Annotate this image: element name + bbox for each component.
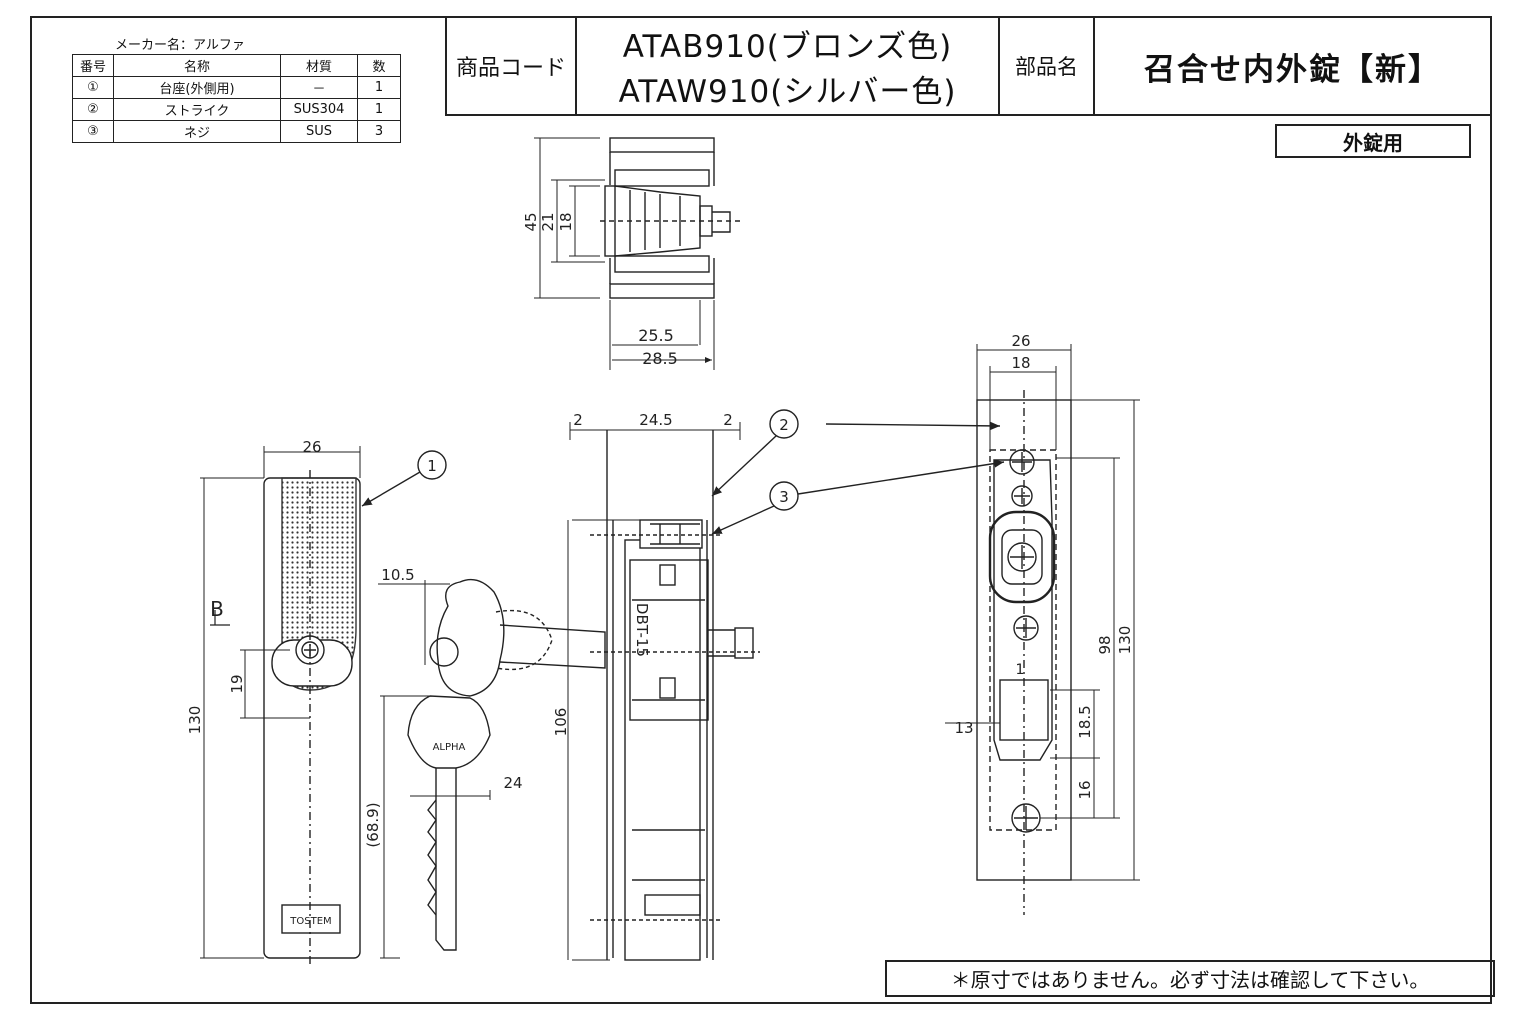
dim-side-2-right: 2: [723, 411, 733, 429]
dim-side-24-5: 24.5: [639, 411, 672, 429]
product-code-bronze: ATAB910(ブロンズ色): [622, 29, 953, 65]
dim-strike-1: 1: [1016, 662, 1025, 678]
usage-label: 外錠用: [1275, 124, 1471, 158]
side-section-view: [567, 422, 760, 961]
disclaimer-note: ＊原寸ではありません。必ず寸法は確認して下さい。: [885, 960, 1495, 997]
header-number: 番号: [72, 54, 114, 77]
dim-front-26: 26: [302, 438, 321, 456]
dim-strike-130: 130: [1116, 626, 1134, 655]
part-name-text: 召合せ内外錠【新】: [1144, 51, 1441, 88]
part-name: ネジ: [113, 120, 281, 143]
alpha-key-logo: ALPHA: [433, 742, 466, 753]
table-row: ② ストライク SUS304 1: [72, 98, 401, 121]
section-mark-text: DBT-15: [633, 603, 651, 657]
dim-front-19: 19: [228, 674, 246, 693]
dim-top-25-5: 25.5: [638, 326, 674, 345]
part-quantity: 1: [357, 76, 401, 99]
callouts: [361, 409, 1005, 535]
callout-1: 1: [427, 457, 437, 475]
dim-side-2-left: 2: [573, 411, 583, 429]
dim-key-68-9: (68.9): [364, 802, 382, 847]
dim-strike-98: 98: [1096, 635, 1114, 654]
parts-table: 番号 名称 材質 数 ① 台座(外側用) － 1 ② ストライク SUS304 …: [72, 54, 401, 143]
dim-top-28-5: 28.5: [642, 349, 678, 368]
parts-table-header: 番号 名称 材質 数: [72, 54, 401, 77]
tostem-logo-text: TOSTEM: [289, 916, 331, 927]
dim-top-18: 18: [557, 212, 575, 231]
key-view: [378, 578, 606, 959]
callout-circle-3: [769, 481, 799, 511]
dim-strike-16: 16: [1076, 780, 1094, 799]
dim-strike-26: 26: [1011, 332, 1030, 350]
top-section-view: [534, 137, 740, 370]
part-material: SUS: [280, 120, 358, 143]
dim-strike-13: 13: [954, 719, 973, 737]
front-view: [200, 446, 361, 965]
callout-circle-1: [417, 450, 447, 480]
dim-top-21: 21: [539, 212, 557, 231]
part-name: 台座(外側用): [113, 76, 281, 99]
maker-name: メーカー名：アルファ: [115, 38, 245, 53]
dim-top-45: 45: [522, 212, 540, 231]
dim-side-106: 106: [552, 708, 570, 737]
dim-key-10-5: 10.5: [381, 566, 414, 584]
product-code-label-text: 商品コード: [455, 56, 566, 81]
dim-strike-18: 18: [1011, 354, 1030, 372]
part-name-box: 召合せ内外錠【新】: [1093, 16, 1492, 116]
dim-key-24: 24: [503, 774, 522, 792]
callout-3: 3: [779, 488, 789, 506]
table-row: ③ ネジ SUS 3: [72, 120, 401, 143]
product-code-silver: ATAW910(シルバー色): [618, 74, 957, 110]
part-name-label-text: 部品名: [1015, 55, 1078, 79]
dim-strike-18-5: 18.5: [1076, 705, 1094, 738]
view-label-b: B: [210, 597, 224, 621]
callout-2: 2: [779, 416, 789, 434]
part-quantity: 3: [357, 120, 401, 143]
part-material: SUS304: [280, 98, 358, 121]
header-quantity: 数: [357, 54, 401, 77]
strike-view: [945, 344, 1140, 915]
part-name: ストライク: [113, 98, 281, 121]
dim-front-130: 130: [186, 706, 204, 735]
callout-circle-2: [769, 409, 799, 439]
